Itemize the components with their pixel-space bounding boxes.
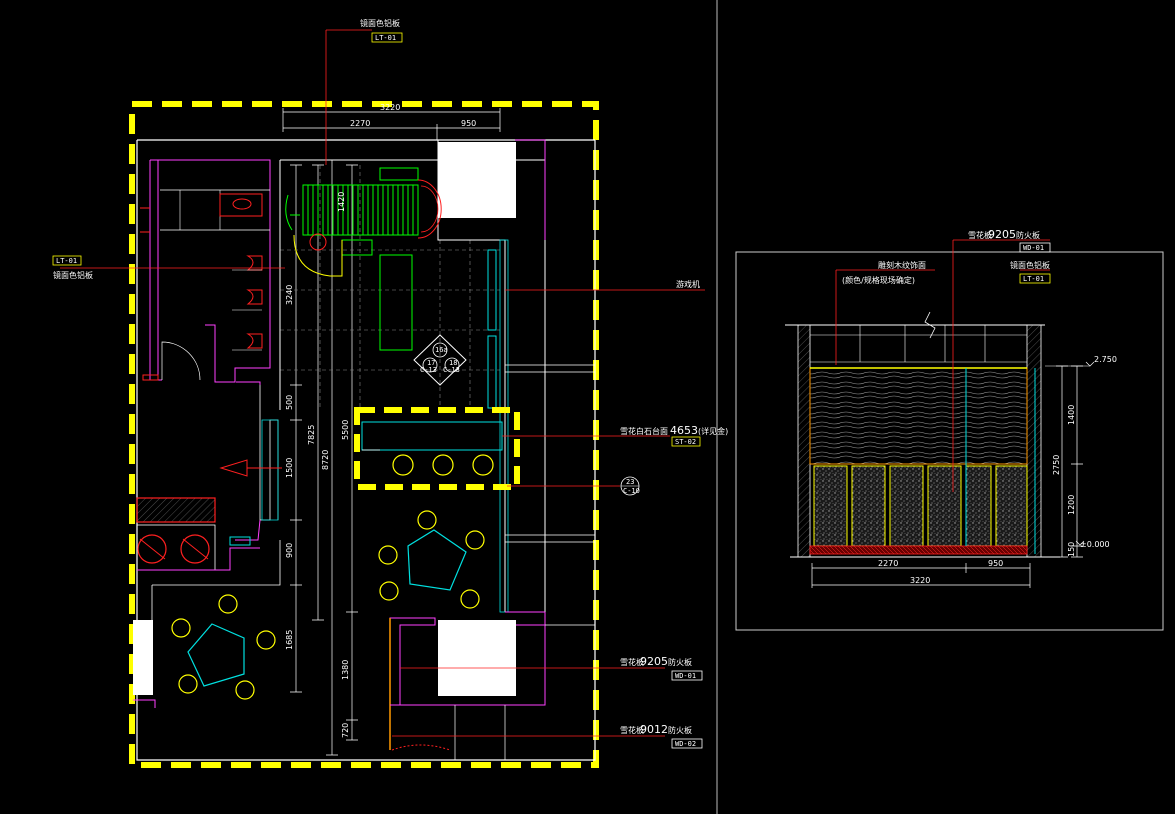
- plan-labels: 镜面色铝板 LT-01 LT-01 镜面色铝板 游戏机 雪花白石台面 4653 …: [52, 18, 728, 749]
- dim-v-total2: 8720: [321, 450, 330, 470]
- elev-dim-v-total: 2750: [1052, 455, 1061, 475]
- dim-v-b: 500: [285, 395, 294, 410]
- elev-tag-mid-label-b: (颜色/规格现场确定): [842, 275, 915, 285]
- tag-wood1-code: WD-01: [675, 672, 696, 680]
- elev-mark-3-top: 18: [449, 359, 457, 367]
- elev-tag-top-label-b: 防火板: [1016, 230, 1040, 240]
- plan-dimensions: 3220 2270 950 3240 500 1500 900 1685 782…: [285, 103, 476, 738]
- tag-game-label: 游戏机: [676, 279, 700, 289]
- elev-tag-right-label: 镜面色铝板: [1010, 260, 1050, 270]
- dim-v-d: 900: [285, 543, 294, 558]
- dim-top-a: 2270: [350, 119, 370, 128]
- tag-wood1-label-a: 雪花板: [620, 657, 644, 667]
- elev-tag-top-code: WD-01: [1023, 244, 1044, 252]
- elev-tag-top-num: 9205: [988, 228, 1016, 241]
- tag-stone-label-b: (详见金): [698, 426, 728, 436]
- section-mark-top: 23: [626, 478, 634, 486]
- elev-tag-right-code: LT-01: [1023, 275, 1044, 283]
- dim-v-a: 3240: [285, 285, 294, 305]
- elev-mark-2-top: 17: [427, 359, 435, 367]
- tag-wood2-label-b: 防火板: [668, 725, 692, 735]
- dim-v-h: 720: [341, 723, 350, 738]
- elev-dim-h-a: 2270: [878, 559, 898, 568]
- elev-level-bottom: ±0.000: [1080, 540, 1110, 549]
- section-mark-bottom: C-10: [623, 487, 640, 495]
- elevation-marker-group: [413, 334, 467, 386]
- elev-mark-2-bottom: C-13: [420, 366, 437, 374]
- dim-v-e: 1685: [285, 630, 294, 650]
- dim-v-c: 1500: [285, 458, 294, 478]
- elev-mark-1-top: 16a: [435, 346, 448, 354]
- elev-mark-3-bottom: C-13: [443, 366, 460, 374]
- elev-tag-top-label-a: 雪花板: [968, 230, 992, 240]
- dim-stair: 1420: [337, 192, 346, 212]
- elevation-labels: 雪花板 9205 防火板 WD-01 雕刻木纹饰面 (颜色/规格现场确定) 镜面…: [842, 228, 1117, 585]
- tag-top-code: LT-01: [375, 34, 396, 42]
- tag-wood1-num: 9205: [640, 655, 668, 668]
- tag-wood1-label-b: 防火板: [668, 657, 692, 667]
- dim-v-g: 1380: [341, 660, 350, 680]
- elevation-frame: [735, 251, 1164, 631]
- tag-left-code: LT-01: [56, 257, 77, 265]
- tag-stone-label-a: 雪花白石台面: [620, 426, 668, 436]
- elev-dim-h-b: 950: [988, 559, 1003, 568]
- elev-level-top: 2.750: [1094, 355, 1117, 364]
- elev-dim-v-a: 1400: [1067, 405, 1076, 425]
- elev-dim-h-total: 3220: [910, 576, 930, 585]
- tag-stone-code: ST-02: [675, 438, 696, 446]
- elev-dim-v-c: 150: [1067, 542, 1076, 557]
- elev-dim-v-b: 1200: [1067, 495, 1076, 515]
- dim-v-total1: 7825: [307, 425, 316, 445]
- tag-top-label: 镜面色铝板: [360, 18, 400, 28]
- tag-left-label: 镜面色铝板: [53, 270, 93, 280]
- dim-top-b: 950: [461, 119, 476, 128]
- floor-plan: [60, 29, 705, 768]
- elev-tag-mid-label-a: 雕刻木纹饰面: [878, 260, 926, 270]
- tag-wood2-code: WD-02: [675, 740, 696, 748]
- plan-boundary: [129, 101, 599, 768]
- elevation-view: [735, 239, 1164, 631]
- dim-v-f: 5500: [341, 420, 350, 440]
- dim-top-total: 3220: [380, 103, 400, 112]
- tag-stone-num: 4653: [670, 424, 698, 437]
- tag-wood2-label-a: 雪花板: [620, 725, 644, 735]
- tag-wood2-num: 9012: [640, 723, 668, 736]
- counter-highlight: [354, 407, 520, 490]
